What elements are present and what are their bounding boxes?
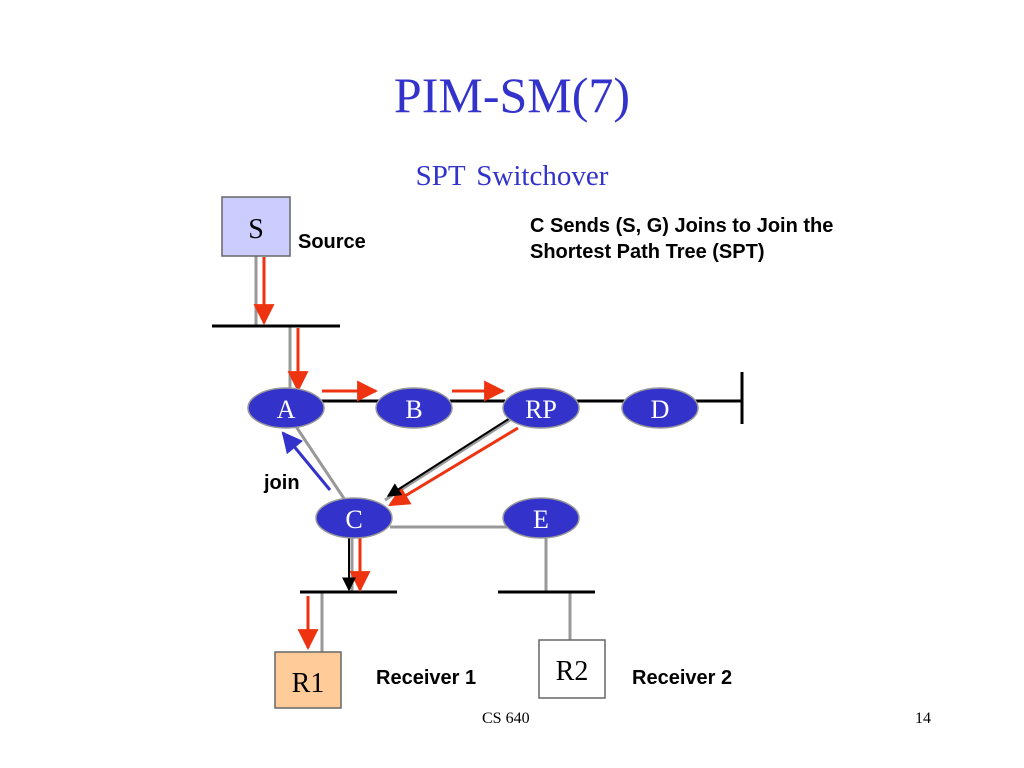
page-title: PIM-SM(7): [393, 67, 631, 123]
node-label-b: B: [405, 395, 422, 424]
link-a-c: [293, 424, 347, 501]
node-label-d: D: [651, 395, 670, 424]
router-e: [502, 497, 580, 539]
link-rp-c: [384, 418, 511, 502]
router-d: [621, 387, 699, 429]
tree-arrows: [342, 417, 511, 592]
join-label: join: [264, 472, 300, 494]
router-a: [247, 387, 325, 429]
router-c: [315, 497, 393, 539]
node-label-s: S: [248, 214, 264, 245]
router-rp: [502, 387, 580, 429]
note-line-1: C Sends (S, G) Joins to Join the: [530, 215, 834, 237]
arrow-rp-c: [388, 426, 519, 507]
receiver2-label: Receiver 2: [632, 667, 733, 689]
annotation-note: C Sends (S, G) Joins to Join the Shortes…: [530, 213, 950, 265]
host-r1: [274, 651, 342, 709]
node-label-a: A: [277, 395, 296, 424]
routers: [247, 387, 699, 539]
data-arrows: [253, 257, 519, 651]
router-b: [375, 387, 453, 429]
node-label-r1: R1: [292, 668, 325, 699]
host-s: [221, 196, 291, 257]
page-number: 14: [915, 710, 931, 727]
arrow-rp-c-black: [386, 417, 511, 497]
footer-course: CS 640: [482, 710, 530, 727]
receiver1-label: Receiver 1: [376, 667, 477, 689]
lan-segments: [212, 324, 744, 594]
page-subtitle: SPT Switchover: [415, 160, 609, 192]
node-label-c: C: [345, 505, 362, 534]
join-arrow: [281, 431, 332, 491]
host-r2: [538, 639, 606, 699]
node-label-rp: RP: [525, 395, 557, 424]
note-line-2: Shortest Path Tree (SPT): [530, 241, 765, 263]
node-label-e: E: [533, 505, 549, 534]
source-label: Source: [298, 231, 366, 253]
node-label-r2: R2: [556, 656, 589, 687]
